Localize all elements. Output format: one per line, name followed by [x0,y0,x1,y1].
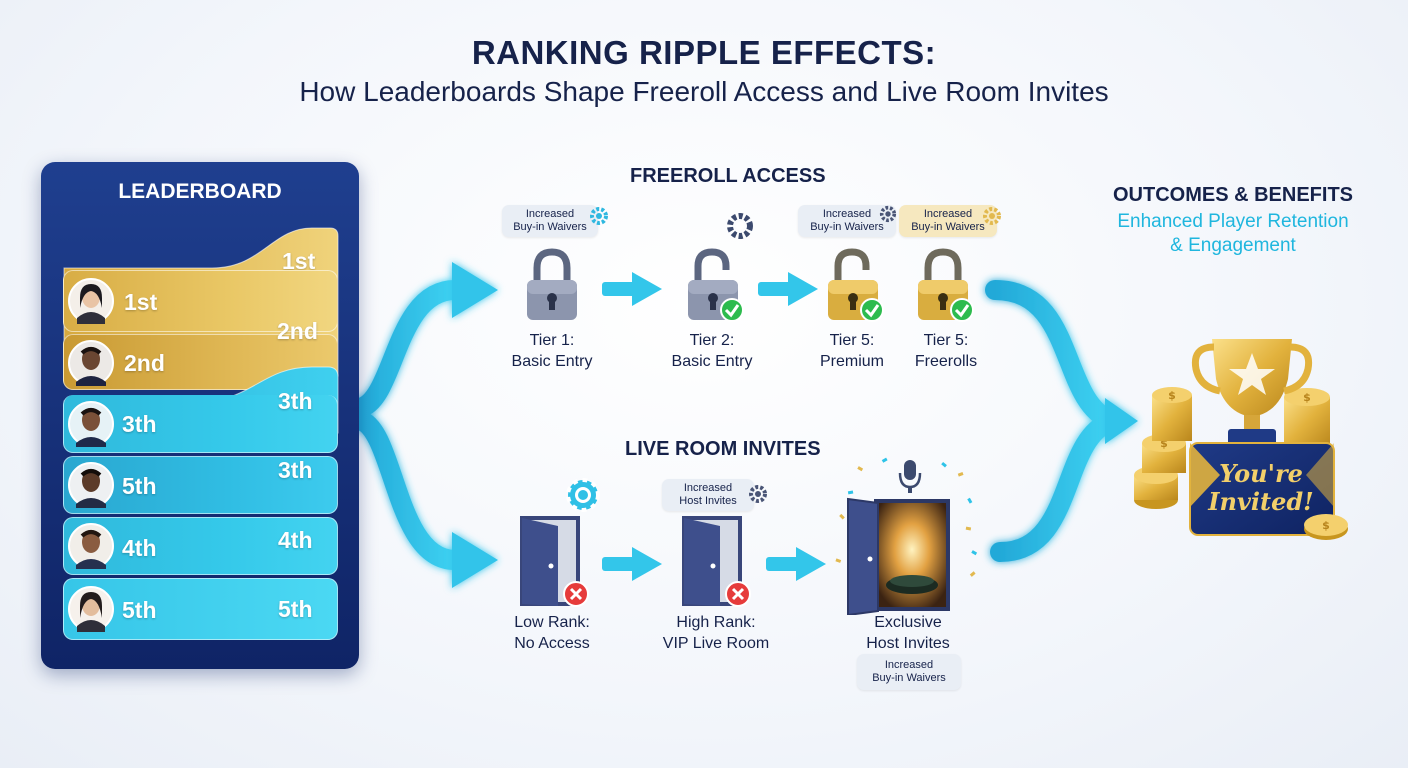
split-arrowhead-up [452,262,498,318]
unlocked-padlock-icon [688,248,744,322]
invitation-line-2: Invited! [1208,487,1314,516]
freeroll-bubble-1-line1: Increased [525,208,575,220]
coin-stack-icon: $ $ [1134,387,1192,509]
coin-stack-icon: $ [1284,388,1330,447]
freeroll-bubble-3-line2: Buy-in Waivers [911,221,985,233]
leaderboard-left-rank-2: 2nd [124,350,165,376]
freeroll-bubble-2-line1: Increased [822,208,872,220]
avatar-2 [68,340,114,386]
page-title: RANKING RIPPLE EFFECTS: [471,34,937,71]
gold-padlock-icon [828,248,884,322]
invitation-card [1189,442,1335,536]
leaderboard-title: LEADERBOARD [118,180,282,203]
gear-icon [749,485,767,503]
svg-text:$: $ [1168,389,1176,402]
tier-5-premium-label: Tier 5: Premium [800,330,904,372]
outcomes-title: OUTCOMES & BENEFITS [1112,184,1353,206]
high-rank-name: High Rank: [676,614,756,631]
avatar-4 [68,462,114,508]
coin-icon: $ [1304,514,1348,540]
gear-icon [727,213,753,239]
high-rank-label: High Rank: VIP Live Room [648,612,784,654]
svg-text:$: $ [1303,391,1311,404]
liveroom-title: LIVE ROOM INVITES [625,438,821,460]
exclusive-label: Exclusive Host Invites [848,612,968,654]
tier-5-premium-name: Tier 5: [829,332,875,349]
trophy-coins-illustration: $ $ $ $ [1134,339,1348,540]
low-rank-desc: No Access [514,635,590,652]
svg-text:$: $ [1322,519,1330,532]
exclusive-name: Exclusive [874,614,942,631]
tier-1-desc: Basic Entry [511,353,593,370]
open-door-vip-icon [835,457,978,615]
split-curve-up [350,280,465,418]
invitation-text: You're Invited! [1196,460,1326,516]
merge-arrowhead [1105,398,1138,444]
leaderboard-right-rank-6: 5th [278,596,313,622]
leaderboard-right-rank-5: 4th [278,527,313,553]
freeroll-bubble-2-line2: Buy-in Waivers [810,221,884,233]
exclusive-desc: Host Invites [866,635,950,652]
liveroom-bubble-waivers-line2: Buy-in Waivers [872,672,946,684]
tier-1-name: Tier 1: [529,332,575,349]
freeroll-title: FREEROLL ACCESS [630,165,826,187]
tier-5-freerolls-label: Tier 5: Freerolls [894,330,998,372]
liveroom-bubble-host: Increased Host Invites [662,479,754,511]
leaderboard-right-rank-4: 3th [278,457,313,483]
freeroll-bubble-2: Increased Buy-in Waivers [798,205,896,237]
gold-padlock-icon [918,248,974,322]
tier-2-desc: Basic Entry [671,353,753,370]
poker-chip-icon [566,478,600,512]
liveroom-step-arrows [602,547,826,581]
outcomes-subtitle-1: Enhanced Player Retention [1117,211,1349,232]
leaderboard-left-rank-3: 3th [122,411,157,437]
gear-icon [590,207,608,225]
outcomes-subtitle-2: & Engagement [1170,235,1296,256]
low-rank-name: Low Rank: [514,614,590,631]
trophy-icon [1191,339,1313,445]
closed-door-icon [520,516,589,607]
freeroll-step-arrows [602,272,818,306]
freeroll-bubble-3: Increased Buy-in Waivers [899,205,997,237]
avatar-1 [68,278,114,324]
leaderboard-left-rank-4: 5th [122,473,157,499]
merge-curve-bottom [990,412,1120,562]
split-arrowhead-down [452,532,498,588]
tier-1-label: Tier 1: Basic Entry [492,330,612,372]
liveroom-bubble-host-line2: Host Invites [679,495,737,507]
freeroll-bubble-1-line2: Buy-in Waivers [513,221,587,233]
leaderboard-left-rank-5: 4th [122,535,157,561]
locked-padlock-icon [527,248,577,320]
leaderboard-left-rank-6: 5th [122,597,157,623]
invitation-line-1: You're [1219,459,1303,488]
leaderboard-left-rank-1: 1st [124,289,158,315]
avatar-6 [68,586,114,632]
split-curve-down [350,410,465,570]
liveroom-bubble-waivers: Increased Buy-in Waivers [857,654,961,690]
svg-text:$: $ [1160,437,1168,450]
microphone-icon [898,460,922,493]
tier-5-premium-desc: Premium [819,353,884,370]
avatar-3 [68,401,114,447]
liveroom-bubble-host-line1: Increased [683,482,733,494]
page-subtitle: How Leaderboards Shape Freeroll Access a… [299,76,1109,107]
high-rank-desc: VIP Live Room [662,635,770,652]
tier-5-freerolls-desc: Freerolls [914,353,978,370]
liveroom-bubble-waivers-line1: Increased [884,659,934,671]
gear-icon [879,205,897,223]
freeroll-bubble-3-line1: Increased [923,208,973,220]
leaderboard-right-rank-2: 2nd [277,318,318,344]
avatar-5 [68,523,114,569]
low-rank-label: Low Rank: No Access [492,612,612,654]
freeroll-bubble-1: Increased Buy-in Waivers [502,205,598,237]
leaderboard-right-rank-3: 3th [278,388,313,414]
gear-icon [983,207,1001,225]
tier-2-label: Tier 2: Basic Entry [652,330,772,372]
merge-curve-top [985,280,1120,430]
tier-5-freerolls-name: Tier 5: [923,332,969,349]
leaderboard-right-rank-1: 1st [282,248,316,274]
closed-door-icon [682,516,751,607]
tier-2-name: Tier 2: [689,332,735,349]
